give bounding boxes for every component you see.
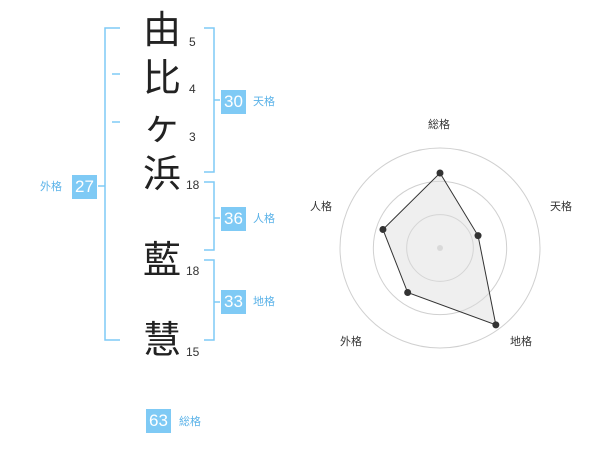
stroke-count-3: 3 xyxy=(189,130,196,144)
radar-ring xyxy=(406,214,474,282)
radar-polygon xyxy=(382,172,497,326)
radar-point xyxy=(492,321,500,329)
tenkaku-label: 天格 xyxy=(253,95,275,108)
stroke-count-6: 15 xyxy=(186,345,200,359)
stroke-count-5: 18 xyxy=(186,264,200,278)
stroke-count-2: 4 xyxy=(189,82,196,96)
radar-point xyxy=(404,288,412,296)
name-char-6: 慧 xyxy=(142,318,181,362)
radar-label-gaikaku: 外格 xyxy=(340,335,362,348)
soukaku-label: 総格 xyxy=(179,415,201,428)
radar-center xyxy=(437,245,443,251)
name-char-5: 藍 xyxy=(142,238,181,282)
radar-ring xyxy=(339,147,541,349)
stroke-count-4: 18 xyxy=(186,178,200,192)
jinkaku-label: 人格 xyxy=(253,212,275,225)
name-char-1: 由 xyxy=(142,8,181,52)
chikaku-label: 地格 xyxy=(253,295,275,308)
name-char-2: 比 xyxy=(142,56,181,100)
radar-point xyxy=(436,169,444,177)
name-char-3: ヶ xyxy=(142,104,181,148)
tenkaku-badge: 30 xyxy=(221,90,246,114)
gaikaku-badge: 27 xyxy=(72,175,97,199)
radar-label-jinkaku: 人格 xyxy=(310,200,332,213)
radar-label-soukaku: 総格 xyxy=(428,118,450,131)
stroke-count-1: 5 xyxy=(189,35,196,49)
chikaku-badge: 33 xyxy=(221,290,246,314)
name-char-4: 浜 xyxy=(142,152,181,196)
radar-point xyxy=(474,232,482,240)
radar-point xyxy=(379,225,387,233)
gaikaku-label: 外格 xyxy=(40,180,62,193)
soukaku-badge: 63 xyxy=(146,409,171,433)
radar-ring xyxy=(372,180,508,316)
jinkaku-badge: 36 xyxy=(221,207,246,231)
radar-label-chikaku: 地格 xyxy=(510,335,532,348)
radar-label-tenkaku: 天格 xyxy=(550,200,572,213)
